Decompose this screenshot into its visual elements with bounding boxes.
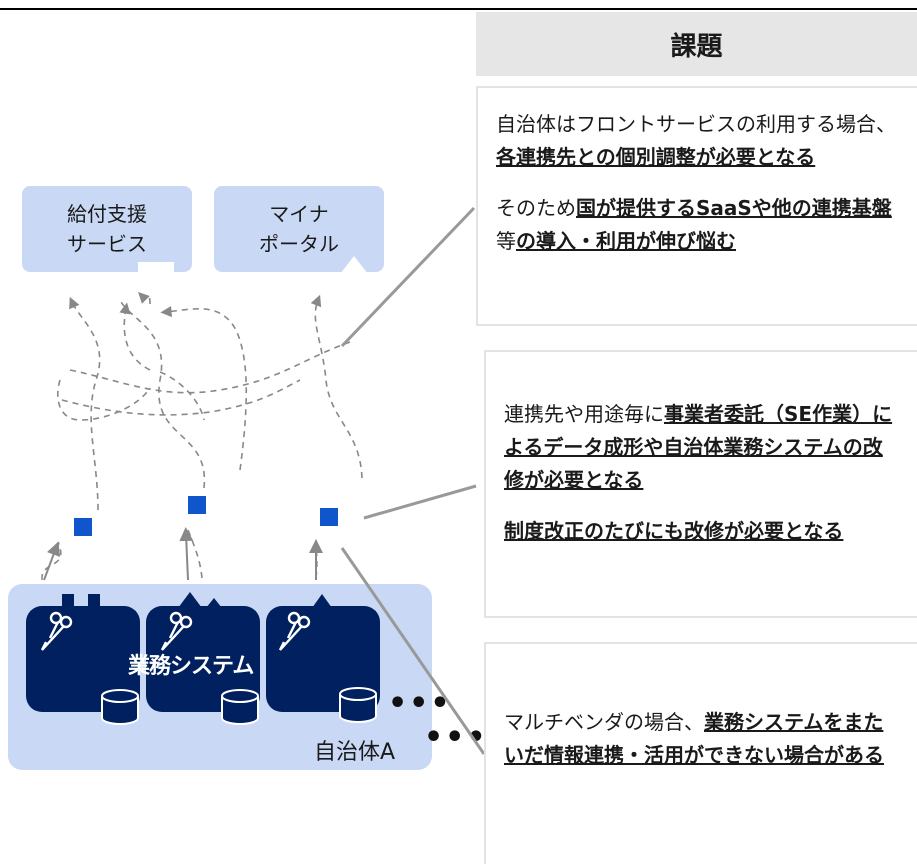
- scissors-icon: [278, 611, 311, 651]
- dashed-links: [41, 292, 363, 581]
- system-port-2: [88, 594, 100, 608]
- system-notch-icon: [312, 594, 332, 608]
- service-port-triangle: [340, 256, 368, 274]
- scissors-icon: [40, 611, 73, 651]
- connector-square: [188, 496, 206, 514]
- service-box-kyufu: 給付支援 サービス: [22, 186, 192, 272]
- more-dots-icon: •••: [424, 720, 488, 755]
- issue-2-paragraph-1: 連携先や用途毎に事業者委託（SE作業）によるデータ成形や自治体業務システムの改修…: [504, 402, 893, 492]
- system-port-1: [62, 594, 74, 608]
- scissors-icon: [160, 611, 193, 651]
- callout-lines: [340, 206, 486, 755]
- service-port-notch: [138, 262, 174, 274]
- service-label-line1: 給付支援: [67, 202, 147, 226]
- issue-box-2: 連携先や用途毎に事業者委託（SE作業）によるデータ成形や自治体業務システムの改修…: [484, 350, 917, 618]
- issue-1-paragraph-2: そのため国が提供するSaaSや他の連携基盤等の導入・利用が伸び悩む: [496, 196, 892, 253]
- issue-3-paragraph-1: マルチベンダの場合、業務システムをまたいだ情報連携・活用ができない場合がある: [504, 710, 884, 767]
- service-label-line1: マイナ: [269, 202, 329, 226]
- service-label-line2: サービス: [67, 232, 147, 256]
- system-notch-icon: [206, 598, 222, 608]
- business-system-label: 業務システム: [128, 654, 254, 679]
- service-box-mynaportal: マイナ ポータル: [214, 186, 384, 272]
- database-icon: [221, 689, 259, 725]
- municipality-label: 自治体A: [314, 740, 396, 765]
- connector-square: [74, 518, 92, 536]
- system-notch-icon: [178, 592, 202, 608]
- issue-2-paragraph-2: 制度改正のたびにも改修が必要となる: [504, 519, 844, 543]
- issue-box-1: 自治体はフロントサービスの利用する場合、各連携先との個別調整が必要となる そのた…: [476, 86, 917, 326]
- more-dots-icon: •••: [388, 686, 452, 721]
- issue-1-paragraph-1: 自治体はフロントサービスの利用する場合、各連携先との個別調整が必要となる: [496, 112, 896, 169]
- service-label-line2: ポータル: [259, 232, 339, 256]
- top-rule: [0, 8, 917, 10]
- database-icon: [101, 689, 139, 725]
- database-icon: [339, 687, 377, 723]
- connector-square: [320, 508, 338, 526]
- issues-header: 課題: [476, 12, 917, 76]
- issue-box-3: マルチベンダの場合、業務システムをまたいだ情報連携・活用ができない場合がある: [484, 642, 917, 864]
